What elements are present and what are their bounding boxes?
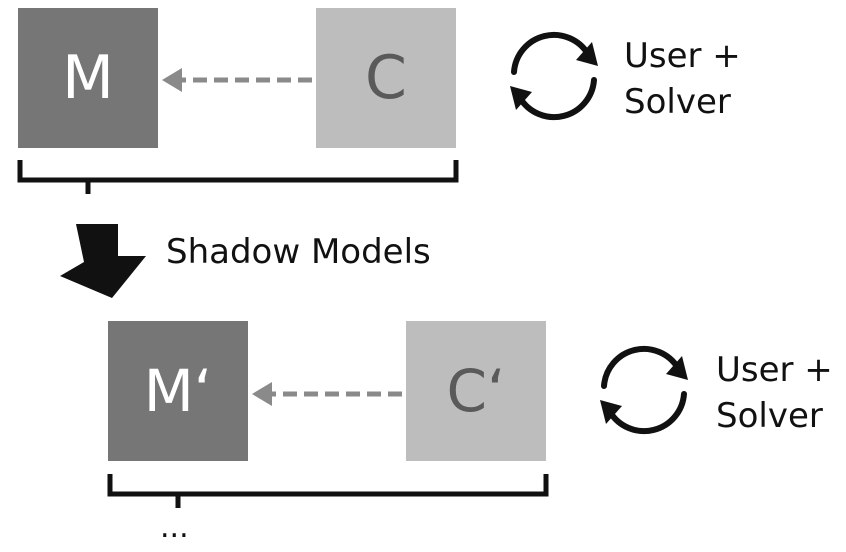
shadow-constraint-box: C‘: [406, 321, 546, 461]
loop-label-line1: User +: [624, 36, 741, 76]
cycle-arrows-icon: [510, 31, 598, 121]
model-box: M: [18, 8, 158, 148]
loop-label-line2: Solver: [624, 82, 731, 122]
shadow-constraint-label: C‘: [446, 357, 506, 425]
constraint-label: C: [365, 43, 407, 113]
loop-label-line1-bottom: User +: [716, 350, 833, 390]
transition-label: Shadow Models: [166, 232, 431, 272]
model-label: M: [62, 43, 114, 113]
dashed-arrow-bottom: [252, 382, 402, 406]
bracket-bottom: [107, 474, 549, 508]
shadow-model-label: M‘: [143, 357, 213, 425]
cycle-arrows-icon: [600, 345, 688, 435]
shadow-model-box: M‘: [108, 321, 248, 461]
down-arrow-icon: [60, 224, 146, 298]
continuation-ellipsis: ...: [160, 510, 189, 545]
dashed-arrow-top: [162, 68, 312, 92]
constraint-box: C: [316, 8, 456, 148]
bracket-top: [17, 160, 459, 194]
loop-label-line2-bottom: Solver: [716, 396, 823, 436]
